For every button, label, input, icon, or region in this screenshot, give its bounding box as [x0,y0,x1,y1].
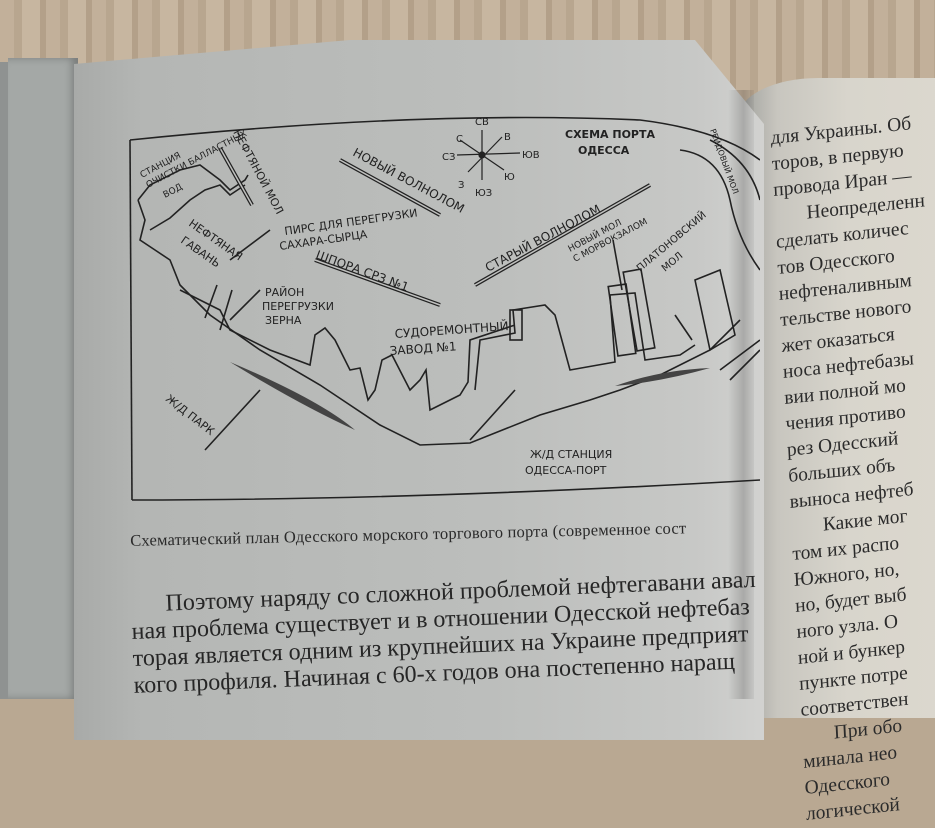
compass-se: Ю [504,172,515,183]
label-spur: ШПОРА СРЗ №1 [314,248,411,295]
map-frame-top [129,116,760,161]
compass-rose [456,130,521,180]
label-rail-station-2: ОДЕССА-ПОРТ [525,464,607,477]
label-grain-2: ПЕРЕГРУЗКИ [262,300,334,313]
map-frame-bottom [131,479,760,501]
compass-s: ЮЗ [475,188,492,199]
map-title-line2: ОДЕССА [578,144,630,157]
label-grain-1: РАЙОН [265,286,304,299]
label-rail-park: Ж/Д ПАРК [163,392,217,438]
right-page [738,78,935,718]
compass-n: СВ [475,117,489,128]
label-shipyard-2: ЗАВОД №1 [389,339,457,358]
label-oil-pier: НЕФТЯНОЙ МОЛ [230,127,286,216]
book-gutter-shadow [728,90,754,699]
compass-e: ЮВ [522,150,540,161]
port-map-figure: СВ В ЮВ Ю ЮЗ З СЗ С СХЕМА ПОРТА ОДЕССА С… [129,116,760,501]
left-page [74,40,764,740]
rail-station-hatched [615,368,710,386]
svg-text:ВОД: ВОД [162,182,185,200]
compass-nw: С [456,134,463,145]
compass-sw: З [458,180,464,191]
book-page-stack [8,58,78,699]
rail-line [679,149,760,271]
map-frame-left [129,139,133,501]
label-grain-3: ЗЕРНА [265,314,302,327]
map-title-line1: СХЕМА ПОРТА [565,128,655,141]
label-rail-station-1: Ж/Д СТАНЦИЯ [530,448,612,461]
coastline [137,164,741,446]
quay-line [149,184,696,412]
rail-park-hatched [230,362,355,430]
compass-w: СЗ [442,152,455,163]
compass-ne: В [504,132,511,143]
